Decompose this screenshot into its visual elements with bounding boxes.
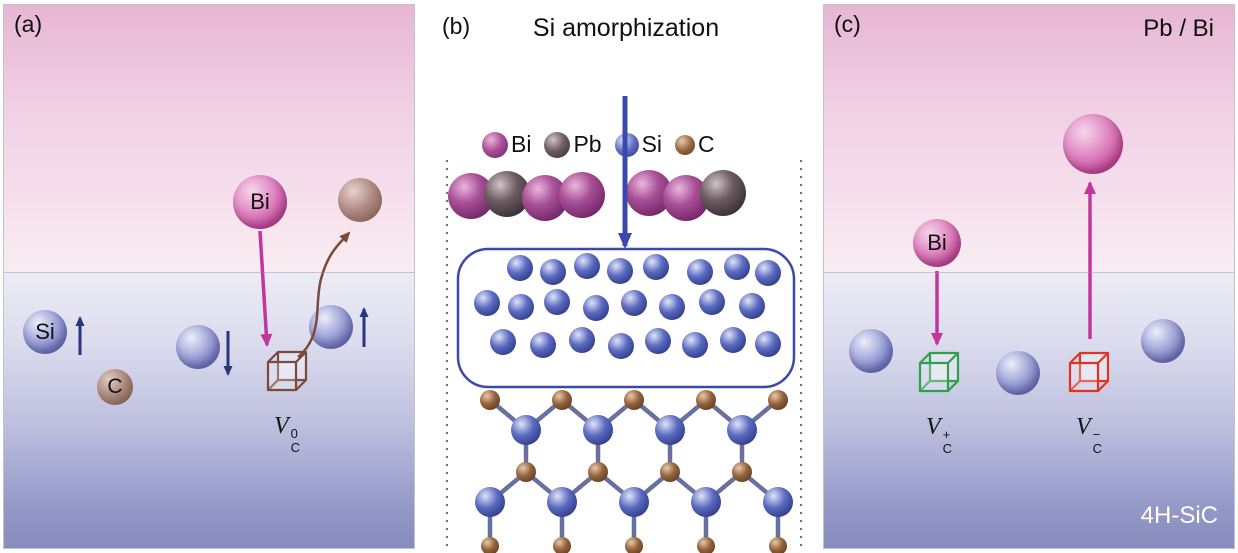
lattice-bonds (487, 397, 781, 546)
carbon-vacancy-cube-negative (1068, 351, 1110, 393)
pb-atom (484, 171, 530, 217)
bi-pb-surface-layer (448, 170, 746, 221)
ejected-c-atom (338, 178, 382, 222)
legend-label-c: C (698, 131, 715, 157)
panel-c: (c) Pb / Bi 4H-SiC Bi V+C (823, 4, 1235, 549)
panel-b-title: Si amorphization (532, 14, 720, 42)
legend-item-si: Si (614, 131, 663, 158)
dopant-layer-label: Pb / Bi (1143, 15, 1214, 42)
amorphous-region-box (456, 247, 796, 389)
carbon-vacancy-cube-positive (918, 351, 960, 393)
vacancy-charge: + (942, 427, 951, 442)
carbon-vacancy-cube-neutral (266, 350, 308, 392)
vacancy-charge: − (1092, 427, 1101, 442)
c-atom: C (97, 369, 133, 405)
sic-crystal-lattice (475, 390, 793, 553)
material-label: 4H-SiC (1140, 502, 1218, 529)
panel-c-arrows (931, 181, 1096, 346)
out-diffusing-dopant-atom (1063, 114, 1123, 174)
lattice-si-atoms (475, 415, 793, 517)
legend-item-c: C (675, 131, 715, 158)
panel-c-label: (c) (834, 11, 861, 37)
bi-atom (448, 173, 494, 219)
legend-item-bi: Bi (482, 131, 531, 158)
vacancy-site: C (290, 439, 301, 455)
bi-atom: Bi (913, 219, 961, 267)
legend-label-pb: Pb (573, 131, 602, 157)
si-atom (309, 305, 353, 349)
si-atom: Si (23, 310, 67, 354)
pb-atom (700, 170, 746, 216)
bi-atom (663, 175, 709, 221)
si-atom (849, 329, 893, 373)
vacancy-symbol: V (925, 414, 941, 440)
legend-label-bi: Bi (511, 131, 532, 157)
vacancy-label-negative: V−C (1057, 414, 1121, 455)
amorphous-si-atoms (474, 253, 781, 359)
atom-legend: Bi Pb Si C (482, 131, 715, 158)
bi-atom (626, 170, 672, 216)
legend-label-si: Si (641, 131, 663, 157)
bi-atom-icon (482, 131, 508, 158)
panel-b: (b) Si amorphization Bi Pb Si C (430, 0, 822, 553)
legend-item-pb: Pb (544, 131, 602, 158)
si-atom-icon (614, 132, 639, 157)
bi-atom (522, 175, 568, 221)
panel-b-label: (b) (442, 13, 471, 39)
panel-a-arrows (75, 230, 369, 376)
vacancy-symbol: V (1075, 414, 1091, 440)
pb-atom-icon (544, 131, 571, 158)
vacancy-symbol: V (273, 413, 289, 439)
c-atom-icon (675, 134, 696, 155)
bi-atom: Bi (233, 175, 287, 229)
vacancy-site: C (1092, 440, 1103, 456)
panel-b-graphics (446, 96, 802, 553)
si-atom (996, 351, 1040, 395)
lattice-c-atoms (480, 390, 788, 553)
panel-a-label: (a) (14, 11, 43, 37)
vacancy-label-positive: V+C (907, 414, 971, 455)
vacancy-site: C (942, 440, 953, 456)
si-atom (1141, 319, 1185, 363)
vacancy-charge: 0 (290, 426, 298, 441)
si-atom (176, 325, 220, 369)
bi-implantation-arrow (258, 230, 273, 347)
bi-atom (559, 172, 605, 218)
